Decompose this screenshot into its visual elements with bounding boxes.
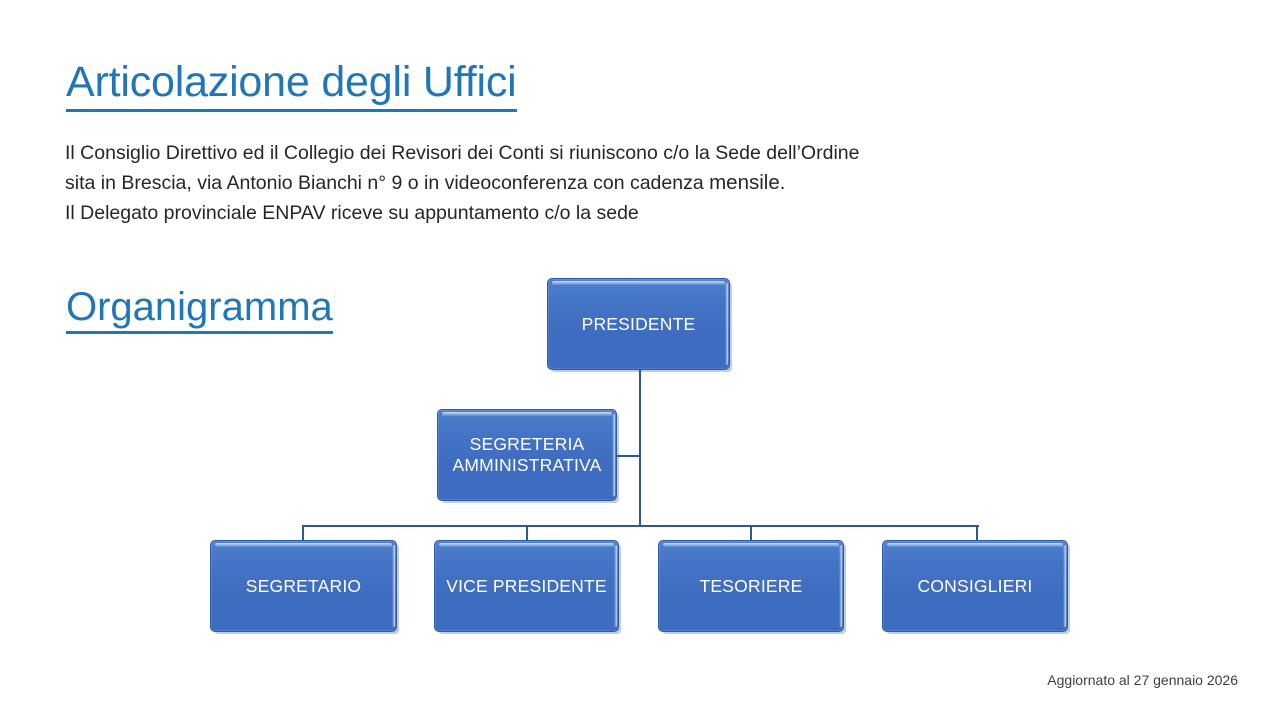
org-node-segretario-label: SEGRETARIO	[245, 575, 362, 596]
org-node-segreteria-label: SEGRETERIA AMMINISTRATIVA	[449, 434, 606, 476]
org-node-segreteria-label-line2: AMMINISTRATIVA	[452, 455, 602, 475]
org-node-consiglieri[interactable]: CONSIGLIERI	[882, 540, 1068, 632]
org-node-vice-presidente[interactable]: VICE PRESIDENTE	[434, 540, 619, 632]
org-node-presidente[interactable]: PRESIDENTE	[547, 278, 730, 370]
org-node-segretario[interactable]: SEGRETARIO	[210, 540, 397, 632]
connector-trunk-vertical	[639, 369, 641, 526]
org-node-presidente-label: PRESIDENTE	[581, 313, 696, 334]
connector-drop-vice-presidente	[526, 525, 528, 541]
section-title-text: Organigramma	[66, 285, 333, 334]
intro-paragraph: Il Consiglio Direttivo ed il Collegio de…	[65, 138, 1025, 228]
intro-line-3: Il Delegato provinciale ENPAV riceve su …	[65, 202, 639, 224]
connector-drop-tesoriere	[750, 525, 752, 541]
org-node-tesoriere[interactable]: TESORIERE	[658, 540, 844, 632]
connector-drop-consiglieri	[976, 525, 978, 541]
org-node-consiglieri-label: CONSIGLIERI	[917, 575, 1033, 596]
section-title: Organigramma	[66, 283, 333, 334]
org-node-segreteria-amministrativa[interactable]: SEGRETERIA AMMINISTRATIVA	[437, 409, 617, 501]
intro-line-2: sita in Brescia, via Antonio Bianchi n° …	[65, 168, 1025, 198]
connector-horizontal-bus	[303, 525, 979, 527]
updated-date-note: Aggiornato al 27 gennaio 2026	[1047, 672, 1238, 688]
intro-line-1: Il Consiglio Direttivo ed il Collegio de…	[65, 142, 860, 164]
org-node-tesoriere-label: TESORIERE	[699, 575, 803, 596]
intro-line-2-text: sita in Brescia, via Antonio Bianchi n° …	[65, 172, 710, 194]
page-title: Articolazione degli Uffici	[66, 57, 517, 112]
page-title-text: Articolazione degli Uffici	[66, 58, 517, 112]
org-node-segreteria-label-line1: SEGRETERIA	[469, 434, 585, 454]
intro-emphasis: mensile.	[709, 171, 786, 194]
connector-segreteria-branch	[610, 455, 641, 457]
connector-drop-segretario	[302, 525, 304, 541]
org-node-vice-presidente-label: VICE PRESIDENTE	[446, 575, 607, 596]
